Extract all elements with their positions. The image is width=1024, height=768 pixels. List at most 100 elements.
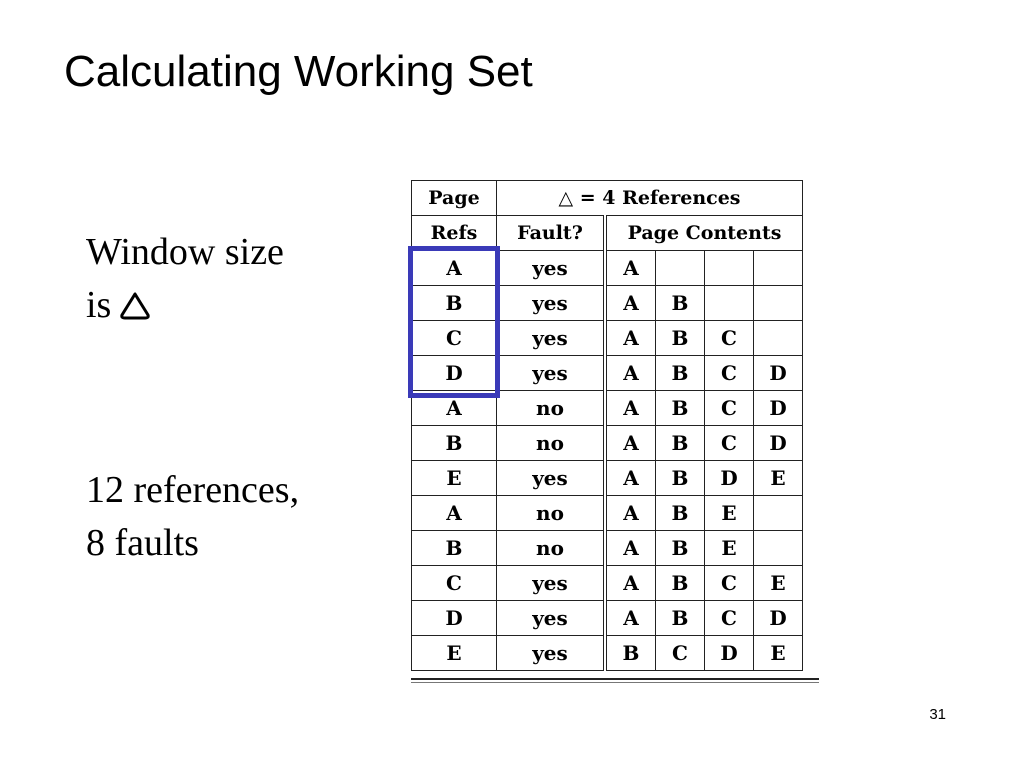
cell-page-content: D	[753, 600, 803, 636]
cell-page-content: B	[604, 635, 656, 671]
cell-page-content: C	[655, 635, 705, 671]
cell-fault: no	[496, 425, 607, 461]
cell-page-content: A	[604, 565, 656, 601]
cell-page-content: B	[655, 285, 705, 321]
cell-page-content: B	[655, 565, 705, 601]
cell-fault: yes	[496, 285, 607, 321]
window-highlight-box	[408, 246, 500, 398]
table-header-row-1: Page △ = 4 References	[411, 180, 803, 216]
cell-page-ref: C	[411, 320, 497, 356]
slide-title: Calculating Working Set	[64, 47, 533, 96]
cell-page-content	[753, 530, 803, 566]
cell-fault: yes	[496, 320, 607, 356]
cell-page-content: B	[655, 425, 705, 461]
slide-number: 31	[929, 706, 946, 723]
header-page: Page	[411, 180, 497, 216]
cell-page-content: A	[604, 495, 656, 531]
cell-page-content	[753, 320, 803, 356]
cell-page-content: A	[604, 425, 656, 461]
cell-page-content	[655, 250, 705, 286]
cell-page-ref: A	[411, 495, 497, 531]
cell-page-content: C	[704, 355, 754, 391]
cell-fault: no	[496, 495, 607, 531]
cell-page-ref: B	[411, 425, 497, 461]
table-bottom-rule	[411, 678, 819, 680]
cell-page-content: D	[753, 390, 803, 426]
cell-page-content: B	[655, 320, 705, 356]
cell-page-content	[753, 495, 803, 531]
cell-page-content: B	[655, 355, 705, 391]
summary-text: 12 references, 8 faults	[86, 464, 299, 570]
cell-page-ref: E	[411, 460, 497, 496]
is-word: is	[86, 284, 112, 327]
cell-page-ref: E	[411, 635, 497, 671]
window-size-is-line: is	[86, 279, 284, 336]
cell-page-ref: B	[411, 285, 497, 321]
cell-page-ref: B	[411, 530, 497, 566]
cell-fault: yes	[496, 635, 607, 671]
cell-fault: yes	[496, 250, 607, 286]
header-delta-references: △ = 4 References	[496, 180, 803, 216]
cell-page-content: E	[704, 530, 754, 566]
cell-page-content	[704, 250, 754, 286]
cell-page-ref: D	[411, 600, 497, 636]
cell-page-content: A	[604, 285, 656, 321]
window-size-line: Window size	[86, 231, 284, 273]
cell-fault: yes	[496, 565, 607, 601]
cell-page-content: A	[604, 250, 656, 286]
cell-page-content: B	[655, 495, 705, 531]
cell-page-content: B	[655, 530, 705, 566]
cell-page-content: E	[753, 565, 803, 601]
cell-page-content: D	[704, 460, 754, 496]
cell-page-content: C	[704, 320, 754, 356]
cell-page-content: A	[604, 600, 656, 636]
cell-page-content: B	[655, 390, 705, 426]
header-fault: Fault?	[496, 215, 607, 251]
cell-page-content: E	[704, 495, 754, 531]
cell-page-content: D	[753, 425, 803, 461]
cell-page-content: B	[655, 460, 705, 496]
cell-fault: yes	[496, 355, 607, 391]
cell-page-content: C	[704, 425, 754, 461]
cell-page-content	[753, 250, 803, 286]
cell-page-content: A	[604, 530, 656, 566]
delta-triangle-icon	[117, 283, 153, 336]
cell-page-content: A	[604, 390, 656, 426]
faults-count: 8 faults	[86, 522, 199, 565]
cell-page-content	[704, 285, 754, 321]
cell-page-content: E	[753, 460, 803, 496]
cell-page-content: A	[604, 460, 656, 496]
cell-page-content: A	[604, 320, 656, 356]
table-bottom-rule-secondary	[411, 682, 819, 683]
working-set-table: Page △ = 4 References Refs Fault? Page C…	[411, 180, 803, 671]
cell-page-content: C	[704, 390, 754, 426]
header-page-contents: Page Contents	[604, 215, 803, 251]
cell-page-content: D	[753, 355, 803, 391]
references-count: 12 references,	[86, 469, 300, 511]
cell-page-content: A	[604, 355, 656, 391]
cell-page-content: C	[704, 600, 754, 636]
window-size-text: Window size is	[86, 226, 284, 336]
cell-page-content: E	[753, 635, 803, 671]
cell-page-ref: C	[411, 565, 497, 601]
cell-page-content: D	[704, 635, 754, 671]
cell-page-content	[753, 285, 803, 321]
cell-fault: no	[496, 390, 607, 426]
table-header-row-2: Refs Fault? Page Contents	[411, 215, 803, 251]
cell-page-content: B	[655, 600, 705, 636]
cell-fault: no	[496, 530, 607, 566]
cell-fault: yes	[496, 460, 607, 496]
cell-page-content: C	[704, 565, 754, 601]
cell-fault: yes	[496, 600, 607, 636]
